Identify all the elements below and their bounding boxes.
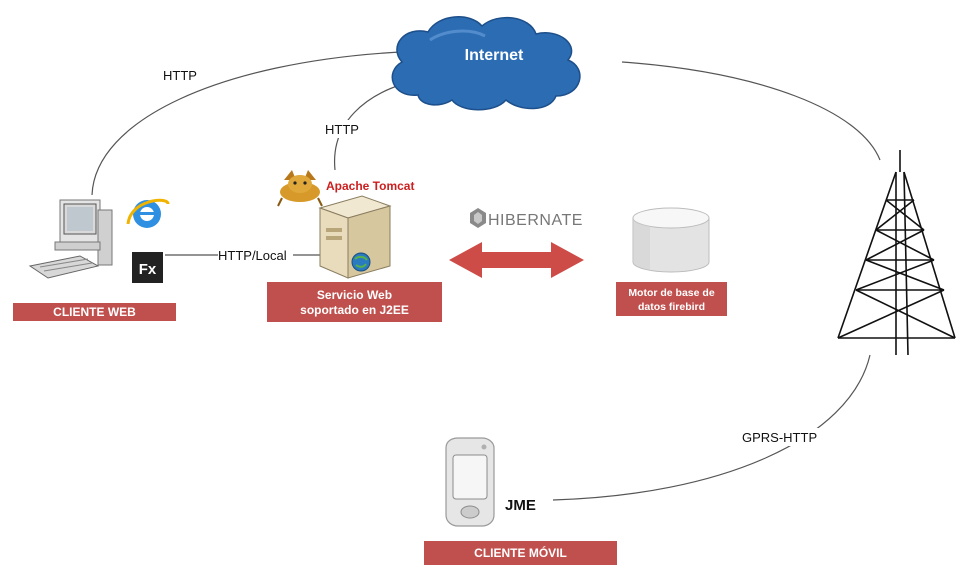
tomcat-brand: Apache Tomcat bbox=[326, 179, 414, 193]
antenna-tower-icon bbox=[837, 150, 956, 356]
connector-internet-tower bbox=[621, 61, 881, 161]
database-label-1: Motor de base de bbox=[628, 287, 715, 299]
computer-icon bbox=[28, 199, 113, 279]
cliente-web-box bbox=[13, 303, 176, 321]
servicio-web-label-1: Servicio Web bbox=[317, 288, 392, 302]
connector-mobile-tower bbox=[552, 354, 871, 501]
database-cylinder-icon bbox=[632, 207, 710, 273]
flex-icon-text: Fx bbox=[139, 261, 157, 278]
pda-device-icon bbox=[445, 437, 495, 527]
tomcat-cat-icon bbox=[277, 170, 323, 207]
hibernate-logo-text: HIBERNATE bbox=[488, 212, 583, 229]
connector-server-internet bbox=[334, 84, 401, 171]
servicio-web-box bbox=[267, 282, 442, 322]
connector-web-internet bbox=[91, 51, 401, 196]
label-gprs-http: GPRS-HTTP bbox=[742, 430, 817, 445]
hibernate-logo-icon bbox=[470, 208, 486, 228]
database-label-2: datos firebird bbox=[638, 301, 705, 313]
jme-label: JME bbox=[505, 497, 536, 514]
cliente-web-label: CLIENTE WEB bbox=[53, 305, 136, 319]
server-tower-icon bbox=[318, 195, 392, 279]
servicio-web-label-2: soportado en J2EE bbox=[300, 303, 409, 317]
internet-cloud-icon bbox=[391, 16, 581, 111]
label-http-server: HTTP bbox=[325, 122, 359, 137]
bidirectional-arrow bbox=[449, 242, 584, 278]
database-box bbox=[616, 282, 727, 316]
cliente-movil-label: CLIENTE MÓVIL bbox=[474, 545, 567, 560]
label-http-local: HTTP/Local bbox=[218, 248, 287, 263]
internet-label: Internet bbox=[465, 47, 524, 64]
flex-icon: Fx bbox=[132, 252, 163, 283]
label-http-web: HTTP bbox=[163, 68, 197, 83]
internet-explorer-icon bbox=[126, 198, 170, 228]
cliente-movil-box bbox=[424, 541, 617, 565]
